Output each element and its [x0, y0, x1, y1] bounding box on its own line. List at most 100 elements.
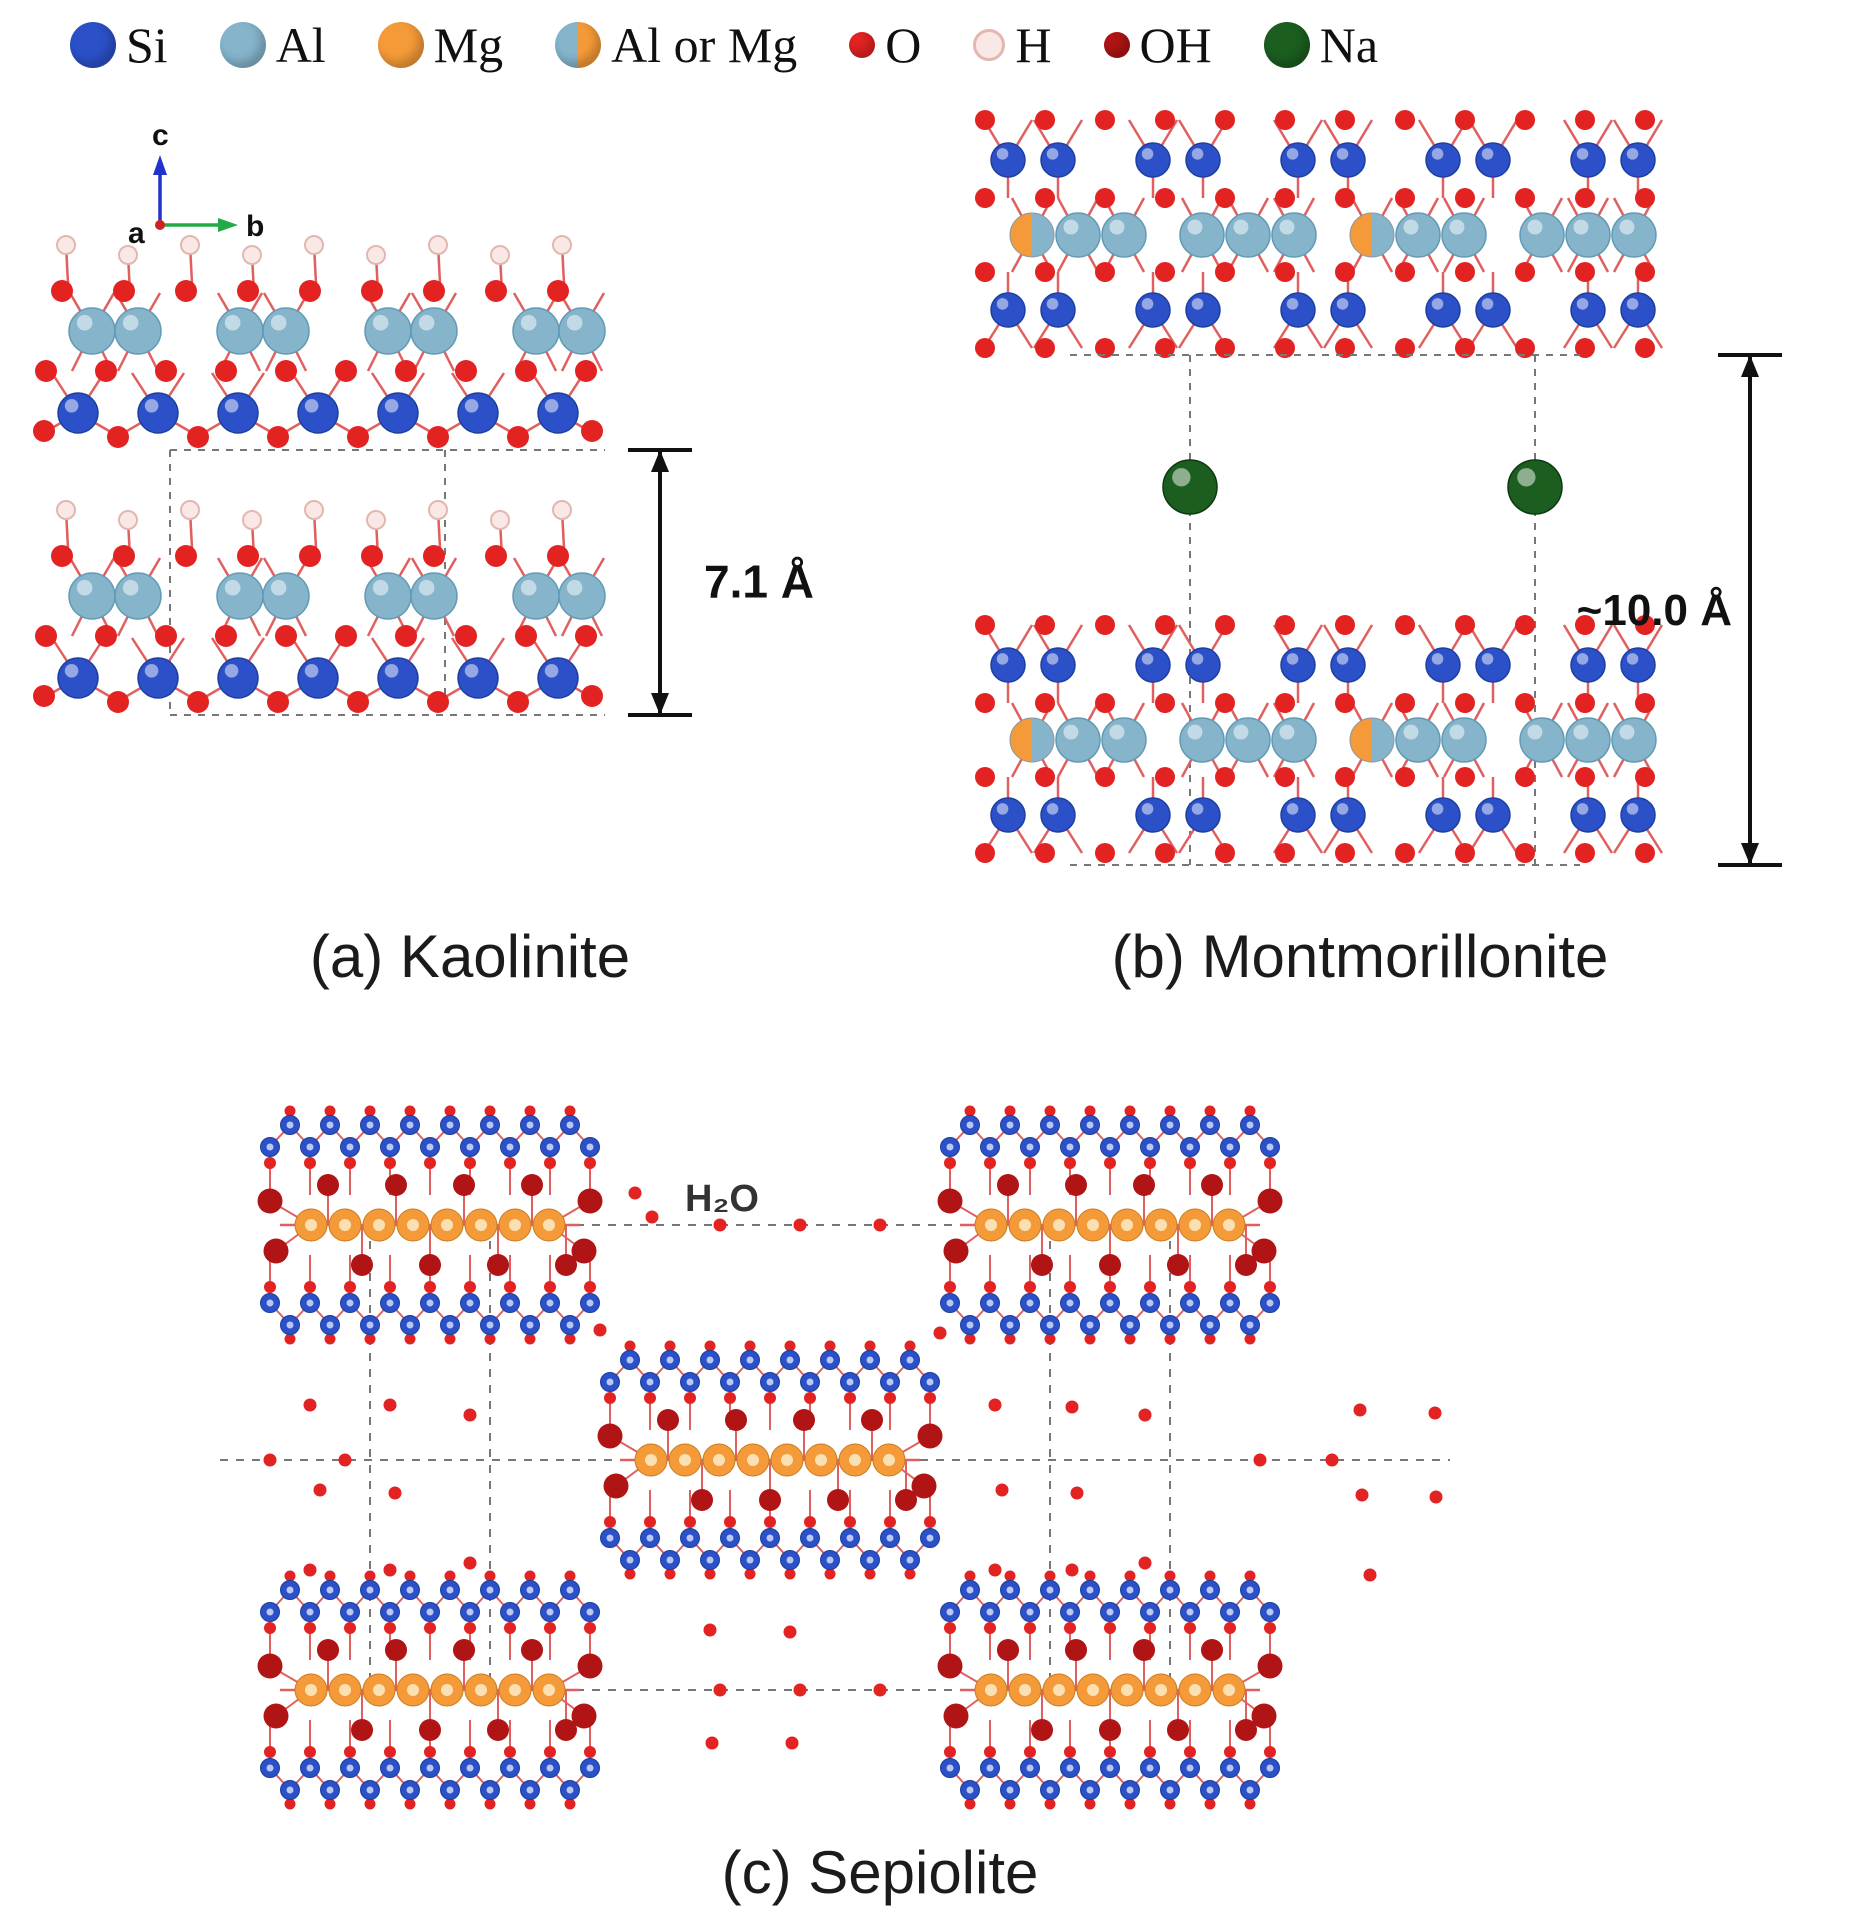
atom — [543, 1219, 555, 1231]
atom — [114, 307, 162, 355]
atom — [584, 1746, 596, 1758]
atom — [361, 280, 383, 302]
atom — [1455, 262, 1475, 282]
atom — [262, 572, 310, 620]
atom — [544, 1746, 556, 1758]
atom — [917, 1423, 943, 1449]
atom — [122, 314, 139, 331]
atom — [861, 1409, 883, 1431]
water-molecule — [1355, 1488, 1369, 1502]
shape — [1010, 718, 1032, 762]
atom — [684, 1516, 696, 1528]
atom — [747, 1454, 759, 1466]
atom — [57, 657, 99, 699]
legend-item-oh: OH — [1103, 16, 1212, 74]
atom — [464, 1622, 476, 1634]
atom — [975, 188, 995, 208]
atom — [1024, 1746, 1036, 1758]
atom — [1066, 1143, 1074, 1151]
atom — [1635, 262, 1655, 282]
atom — [864, 1340, 876, 1352]
water-molecule — [1429, 1490, 1443, 1504]
atom — [1044, 1570, 1056, 1582]
atom — [217, 657, 259, 699]
atom — [1035, 693, 1055, 713]
atom — [1215, 693, 1235, 713]
atom — [1046, 1786, 1054, 1794]
atom — [1280, 647, 1316, 683]
water-molecule — [703, 1623, 717, 1637]
atom — [1336, 803, 1349, 815]
atom — [1184, 1157, 1196, 1169]
atom — [76, 314, 93, 331]
atom — [1155, 693, 1175, 713]
atom — [1395, 767, 1415, 787]
atom — [1201, 1174, 1223, 1196]
atom — [1133, 1639, 1155, 1661]
atom — [906, 1556, 914, 1564]
atom — [1009, 212, 1055, 258]
atom — [1246, 1121, 1254, 1129]
atom — [366, 1121, 374, 1129]
atom — [1191, 148, 1204, 160]
atom — [1527, 219, 1543, 235]
atom — [1189, 1684, 1201, 1696]
atom — [975, 693, 995, 713]
atom — [215, 360, 237, 382]
atom — [1224, 1622, 1236, 1634]
atom — [904, 1568, 916, 1580]
shape — [1350, 213, 1372, 257]
atom — [1635, 693, 1655, 713]
atom — [944, 1281, 956, 1293]
atom — [1349, 212, 1395, 258]
atom — [1475, 647, 1511, 683]
water-molecule — [1070, 1486, 1084, 1500]
atom — [975, 262, 995, 282]
water-molecule — [338, 1453, 352, 1467]
atom — [1146, 1143, 1154, 1151]
atom — [377, 657, 419, 699]
atom — [937, 1653, 963, 1679]
atom — [1135, 292, 1171, 328]
atom — [1235, 1254, 1257, 1276]
atom — [1330, 292, 1366, 328]
atom — [827, 1489, 849, 1511]
water-molecule — [1138, 1408, 1152, 1422]
atom — [444, 1798, 456, 1810]
atom — [427, 426, 449, 448]
atom — [1006, 1786, 1014, 1794]
atom — [464, 664, 479, 678]
atom — [924, 1516, 936, 1528]
atom — [984, 1746, 996, 1758]
atom — [546, 1608, 554, 1616]
atom — [964, 1105, 976, 1117]
atom — [537, 657, 579, 699]
atom — [364, 1105, 376, 1117]
water-molecule — [793, 1218, 807, 1232]
atom — [1517, 468, 1536, 487]
atom — [704, 1568, 716, 1580]
atom — [335, 625, 357, 647]
atom — [824, 1568, 836, 1580]
atom — [372, 579, 389, 596]
atom — [844, 1392, 856, 1404]
water-molecule — [1253, 1453, 1267, 1467]
atom — [815, 1454, 827, 1466]
atom — [1026, 1299, 1034, 1307]
atom — [1006, 1321, 1014, 1329]
atom — [385, 1174, 407, 1196]
atom — [1104, 1622, 1116, 1634]
atom — [1065, 1174, 1087, 1196]
atom — [1201, 1639, 1223, 1661]
atom — [1166, 1786, 1174, 1794]
atom — [1635, 338, 1655, 358]
atom — [1515, 110, 1535, 130]
atom — [1144, 1281, 1156, 1293]
atom — [666, 1356, 674, 1364]
atom — [1286, 298, 1299, 310]
atom — [1266, 1143, 1274, 1151]
atom — [407, 1684, 419, 1696]
legend-item-mg: Mg — [377, 16, 503, 74]
shape — [1372, 213, 1394, 257]
